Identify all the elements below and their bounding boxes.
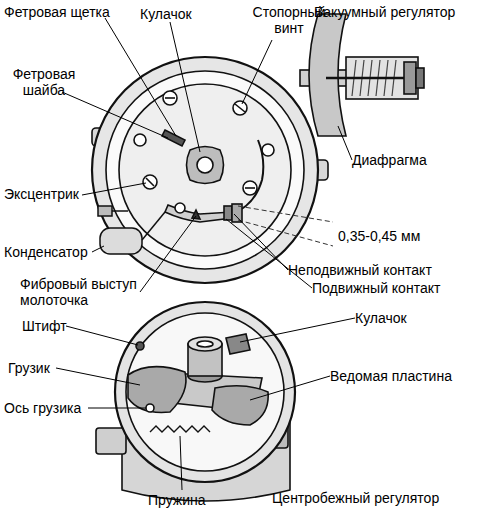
vacuum-regulator (309, 14, 424, 136)
part-label: Центробежный регулятор (272, 490, 482, 506)
condenser (98, 206, 165, 254)
part-label: Кулачок (355, 310, 455, 326)
part-label: Конденсатор (4, 244, 114, 260)
centrifugal-housing (96, 302, 295, 501)
part-label: Вакуумный регулятор (314, 4, 484, 20)
part-label: Пружина (148, 492, 248, 508)
part-label: 0,35-0,45 мм (338, 228, 458, 244)
part-label: Фетровая шайба (4, 66, 84, 98)
part-label: Эксцентрик (4, 186, 104, 202)
part-label: Грузик (8, 360, 88, 376)
leader-lines (56, 18, 355, 490)
part-label: Диафрагма (352, 152, 472, 168)
part-label: Кулачок (140, 6, 220, 22)
part-label: Неподвижный контакт (288, 262, 478, 278)
part-label: Фибровый выступ молоточка (20, 276, 150, 308)
part-label: Подвижный контакт (312, 280, 482, 296)
part-label: Ось грузика (4, 400, 114, 416)
part-label: Ведомая пластина (330, 368, 480, 384)
part-label: Фетровая щетка (4, 4, 124, 20)
part-label: Штифт (22, 318, 102, 334)
